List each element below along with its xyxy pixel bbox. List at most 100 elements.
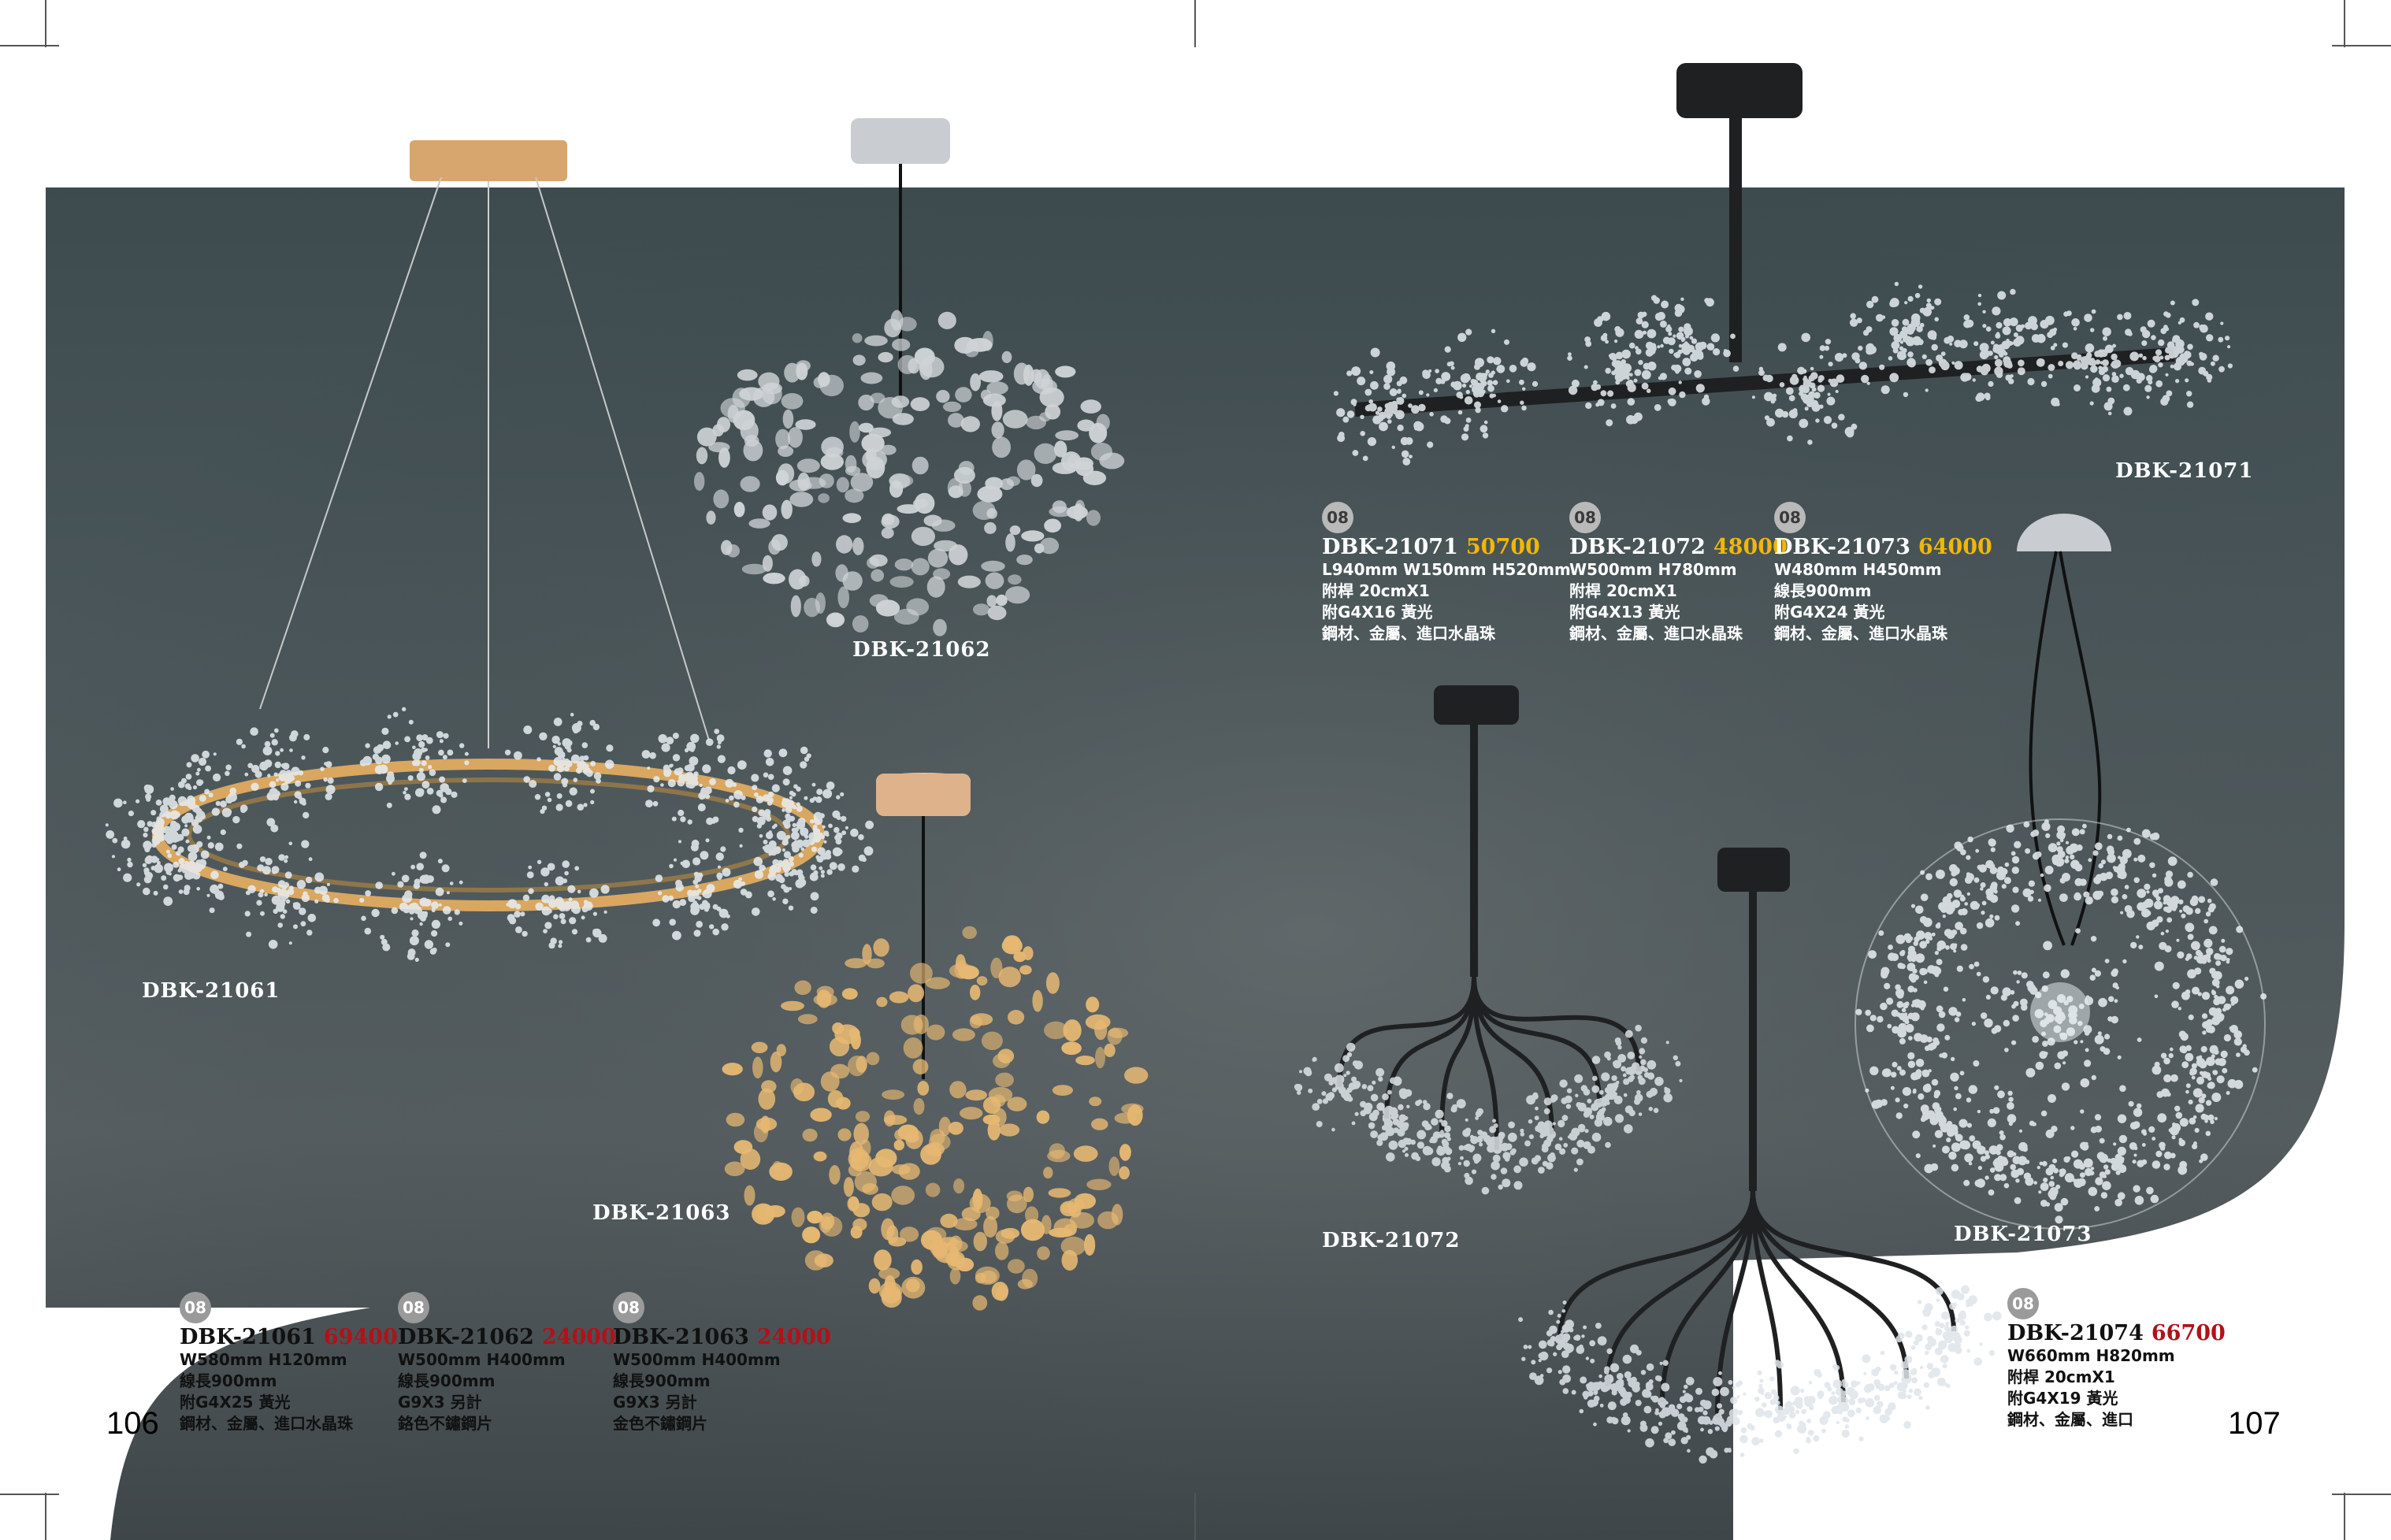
crystal-bead [449, 881, 454, 885]
crystal-bead [795, 879, 804, 889]
crystal-bead [1678, 343, 1683, 348]
crystal-bead [2158, 362, 2163, 368]
crystal-bead [1565, 1104, 1572, 1109]
crystal-bead [1764, 1392, 1773, 1400]
crystal-bead [1452, 1104, 1457, 1110]
crystal-bead [1795, 1409, 1799, 1414]
crystal-bead [2185, 907, 2193, 915]
crystal-bead [2206, 1056, 2215, 1067]
crystal-bead [1907, 351, 1914, 358]
crystal-bead [1845, 1418, 1850, 1423]
crystal-bead [678, 774, 687, 782]
crystal-bead [1462, 383, 1467, 388]
crystal-bead [2095, 1177, 2103, 1186]
crystal-bead [1978, 864, 1987, 873]
crystal-bead [1817, 375, 1825, 382]
crystal-bead [1862, 1354, 1871, 1364]
crystal-bead [2138, 353, 2144, 358]
crystal-bead [1730, 1397, 1738, 1405]
crystal-bead [190, 867, 197, 874]
crystal-bead [2117, 835, 2123, 841]
crystal-bead [692, 900, 698, 905]
crystal-bead [426, 875, 434, 883]
crystal-bead [820, 874, 825, 878]
crystal-bead [565, 759, 573, 768]
crystal-bead [1840, 1390, 1847, 1397]
metal-leaf [1034, 443, 1057, 465]
crystal-bead [529, 780, 537, 789]
crystal-bead [364, 927, 372, 935]
crystal-bead [2144, 883, 2151, 890]
crystal-bead [693, 771, 699, 777]
crystal-bead [811, 782, 816, 787]
crystal-bead [1583, 1141, 1591, 1149]
crystal-bead [2204, 1119, 2208, 1123]
crystal-bead [1633, 412, 1643, 421]
crystal-bead [163, 896, 173, 906]
crystal-bead [1682, 1390, 1686, 1393]
crystal-bead [1810, 366, 1814, 371]
crystal-bead [796, 805, 803, 812]
crystal-bead [1915, 953, 1925, 963]
crystal-bead [548, 900, 558, 908]
crystal-bead [2066, 841, 2069, 844]
crystal-bead [2218, 1058, 2226, 1067]
crystal-bead [1907, 1060, 1916, 1068]
crystal-bead [2179, 1118, 2189, 1127]
crystal-bead [2090, 328, 2095, 332]
crystal-bead [1487, 384, 1494, 392]
crystal-bead [551, 735, 560, 744]
crystal-bead [2157, 1113, 2167, 1123]
metal-leaf [712, 424, 724, 437]
crystal-bead [2058, 361, 2064, 366]
crystal-bead [600, 885, 610, 894]
metal-leaf [765, 1205, 785, 1218]
crystal-bead [1491, 370, 1496, 375]
crystal-bead [689, 892, 693, 896]
crystal-bead [250, 727, 258, 736]
crystal-bead [2181, 1047, 2188, 1054]
crystal-bead [783, 864, 790, 870]
crystal-bead [1659, 373, 1667, 380]
crystal-bead [2104, 1169, 2111, 1175]
crystal-bead [1824, 1382, 1831, 1389]
crystal-bead [153, 890, 158, 896]
crystal-bead [2214, 1116, 2218, 1121]
crystal-bead [1531, 1157, 1539, 1165]
metal-leaf [1016, 555, 1033, 566]
crystal-bead [1416, 1130, 1427, 1140]
crystal-bead [1895, 989, 1904, 998]
metal-leaf [852, 354, 866, 366]
crystal-bead [2092, 850, 2099, 856]
crystal-bead [2073, 1159, 2083, 1169]
crystal-bead [1877, 1401, 1884, 1408]
metal-leaf [821, 1215, 843, 1237]
crystal-bead [1968, 1295, 1977, 1304]
crystal-bead [1640, 1037, 1647, 1044]
spec-line: 鋼材、金屬、進口水晶珠 [180, 1414, 353, 1433]
crystal-bead [1446, 1093, 1454, 1100]
crystal-bead [1889, 300, 1897, 308]
crystal-bead [2108, 996, 2114, 1002]
crystal-bead [2163, 906, 2169, 912]
crystal-bead [251, 782, 259, 791]
crystal-bead [1346, 1042, 1356, 1052]
crystal-bead [281, 763, 287, 769]
crystal-bead [1646, 388, 1651, 394]
metal-leaf [936, 390, 950, 403]
crystal-bead [590, 800, 595, 805]
crystal-bead [284, 774, 293, 783]
crystal-bead [1680, 1437, 1688, 1445]
crystal-bead [397, 881, 404, 888]
crystal-bead [2070, 1011, 2074, 1015]
crystal-bead [266, 818, 276, 827]
crystal-bead [1677, 349, 1683, 354]
crystal-bead [2082, 823, 2087, 829]
crystal-bead [1988, 351, 1993, 356]
crystal-bead [2104, 1033, 2111, 1040]
crystal-bead [1455, 381, 1461, 388]
crystal-bead [1580, 1376, 1587, 1384]
crystal-bead [1866, 326, 1873, 333]
crystal-bead [143, 826, 149, 833]
